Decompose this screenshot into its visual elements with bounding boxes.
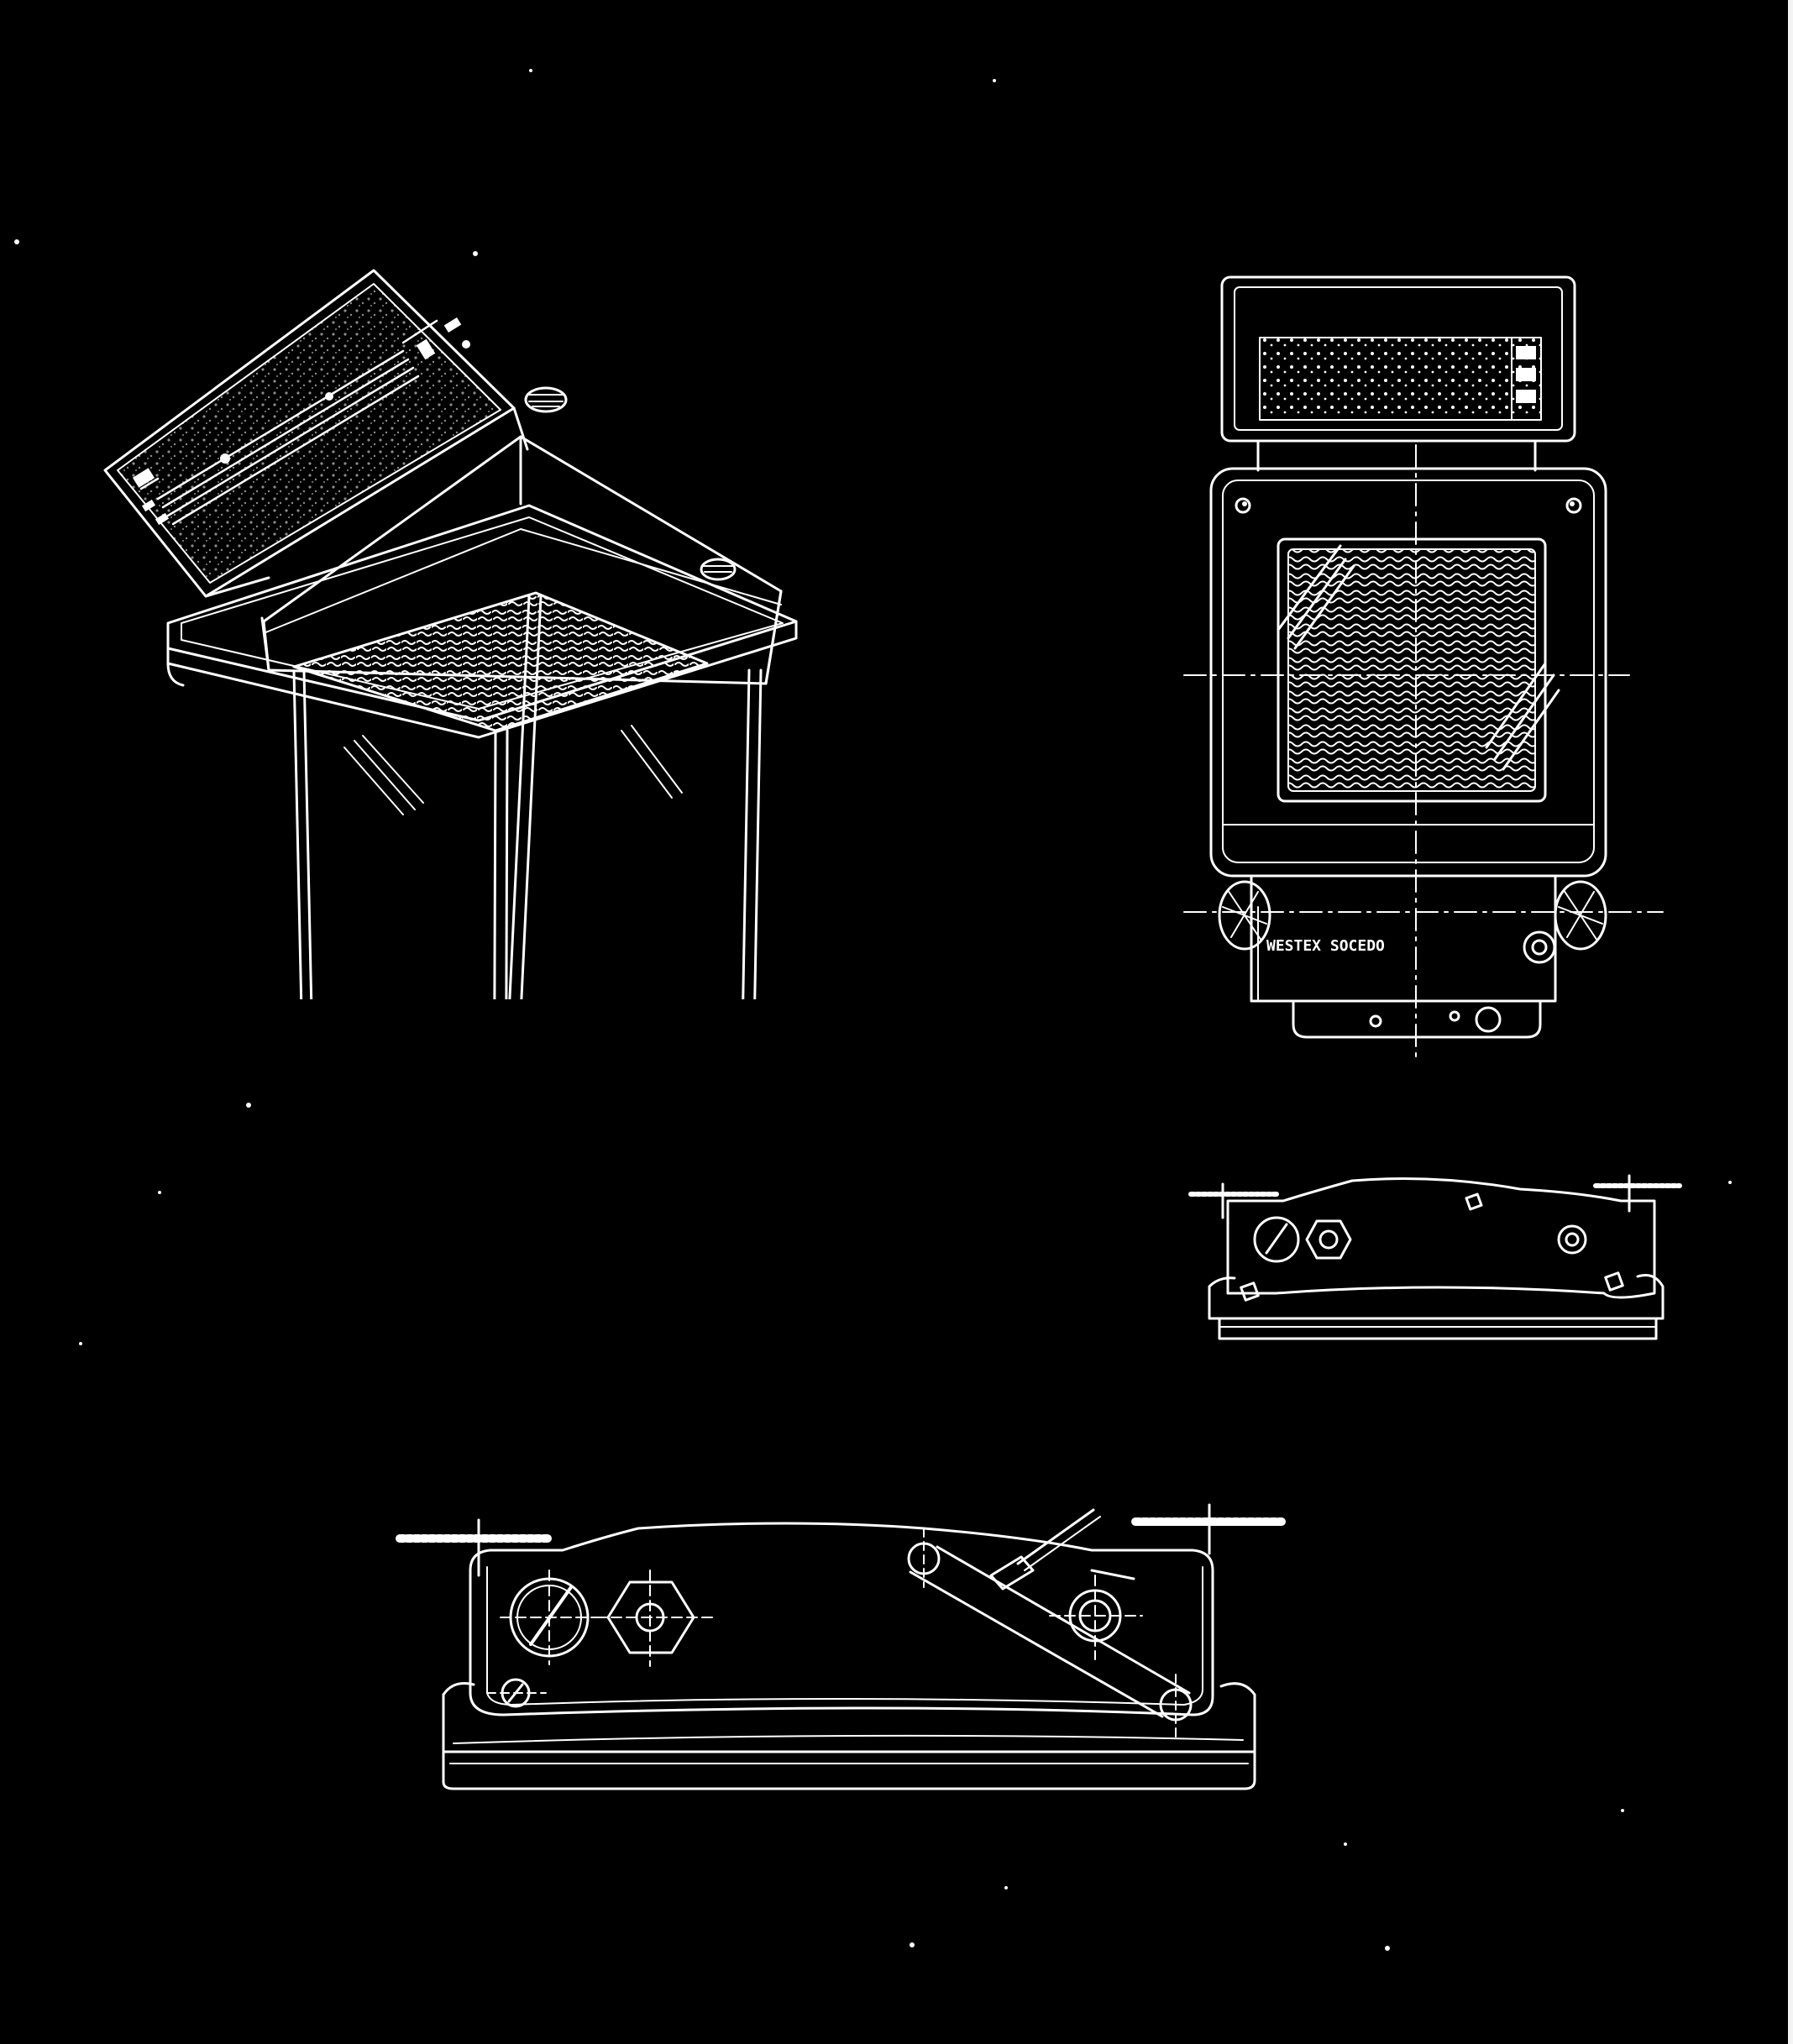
textured-top-panel — [292, 591, 709, 732]
center-lines — [1183, 444, 1664, 1059]
glass-enclosure — [292, 595, 763, 999]
main-body — [1209, 467, 1607, 878]
display-panel — [1220, 275, 1576, 443]
textured-window — [1277, 537, 1560, 803]
lower-base — [1250, 874, 1557, 1039]
side-view-small — [1188, 1174, 1682, 1340]
nameplate-label: WESTEX SOCEDO — [1266, 937, 1385, 955]
sheet-edge — [1788, 0, 1793, 2044]
display-head — [103, 269, 529, 598]
port-fittings — [1240, 1192, 1624, 1302]
side-housing — [442, 1522, 1256, 1790]
linkage-arm — [907, 1508, 1193, 1737]
threaded-rod — [1188, 1174, 1682, 1219]
adjustment-knob-icon — [524, 386, 737, 581]
display-symbols — [132, 317, 470, 526]
side-view-large — [396, 1503, 1286, 1790]
port-fittings — [486, 1570, 1143, 1708]
adjustment-knob-icon — [1218, 880, 1607, 951]
perspective-view — [103, 269, 798, 999]
threaded-rod — [396, 1503, 1286, 1577]
display-scale-markings — [139, 319, 438, 526]
front-view: WESTEX SOCEDO — [1183, 275, 1664, 1059]
side-housing — [1208, 1177, 1665, 1340]
